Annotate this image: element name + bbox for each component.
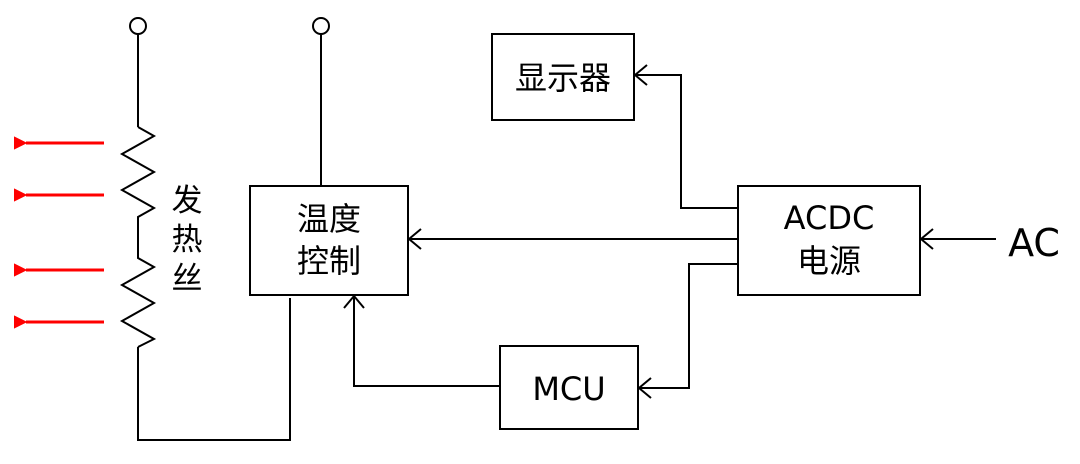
- temp-control-label-line1: 温度: [297, 200, 361, 238]
- acdc-power-block: [737, 185, 921, 296]
- terminal-left: [129, 17, 147, 35]
- power-to-temp-control-arrow: [407, 228, 738, 250]
- heating-wire-resistor: [119, 34, 291, 441]
- power-to-display-arrow: [633, 64, 738, 209]
- acdc-label-line2: 电源: [797, 242, 861, 280]
- terminal-right: [312, 17, 330, 35]
- temp-control-block: [249, 185, 409, 296]
- heat-radiation-arrows: [13, 136, 104, 329]
- acdc-label-line1: ACDC: [784, 199, 875, 237]
- mcu-block: [499, 345, 639, 430]
- heater-label-char-1: 发: [172, 183, 203, 219]
- heater-label-char-3: 丝: [172, 261, 203, 297]
- heater-label-char-2: 热: [172, 222, 203, 258]
- ac-input-label: AC: [1008, 221, 1060, 265]
- mcu-to-temp-control-arrow: [343, 294, 500, 387]
- temp-control-label-line2: 控制: [297, 242, 361, 280]
- display-block: [491, 33, 635, 121]
- display-label: 显示器: [515, 59, 611, 97]
- mcu-label: MCU: [532, 370, 605, 408]
- power-to-mcu-arrow: [637, 263, 738, 399]
- ac-input-arrow: [919, 228, 996, 250]
